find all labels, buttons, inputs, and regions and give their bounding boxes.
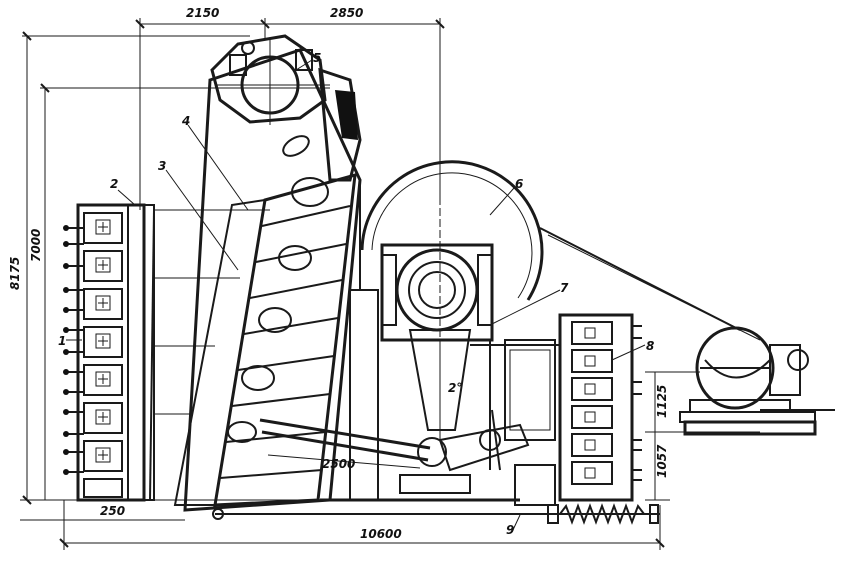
tension-rod-spring xyxy=(212,464,660,525)
dim-2500: 2500 xyxy=(322,457,355,471)
part-numbers: 1 2 3 4 5 6 7 8 9 xyxy=(58,51,654,537)
eccentric-shaft-bearing xyxy=(210,34,330,125)
dim-1057: 1057 xyxy=(655,444,669,478)
frame-body xyxy=(149,180,561,502)
label-7: 7 xyxy=(560,281,569,295)
movable-jaw xyxy=(173,34,362,512)
dim-7000: 7000 xyxy=(29,229,43,262)
label-8: 8 xyxy=(646,339,654,353)
toggle-mechanism xyxy=(259,409,530,472)
label-5: 5 xyxy=(313,51,321,65)
label-6: 6 xyxy=(515,177,523,191)
label-4: 4 xyxy=(181,114,190,128)
dim-1125: 1125 xyxy=(655,385,669,418)
label-9: 9 xyxy=(506,523,514,537)
rear-block xyxy=(504,313,642,502)
flywheel xyxy=(360,160,544,342)
dim-2150: 2150 xyxy=(186,6,219,20)
dim-2850: 2850 xyxy=(330,6,363,20)
dim-8175: 8175 xyxy=(8,257,22,290)
dim-250: 250 xyxy=(100,504,125,518)
fixed-jaw-frame xyxy=(63,203,270,502)
dimension-texts: 2150 2850 8175 7000 2500 250 10600 1125 … xyxy=(8,6,669,541)
electric-motor xyxy=(539,227,835,436)
dim-angle: 2° xyxy=(448,381,462,395)
dim-10600: 10600 xyxy=(360,527,402,541)
dimension-ticks xyxy=(22,19,665,548)
label-3: 3 xyxy=(158,159,166,173)
leader-lines xyxy=(66,59,646,533)
label-1: 1 xyxy=(58,334,66,348)
label-2: 2 xyxy=(110,177,118,191)
